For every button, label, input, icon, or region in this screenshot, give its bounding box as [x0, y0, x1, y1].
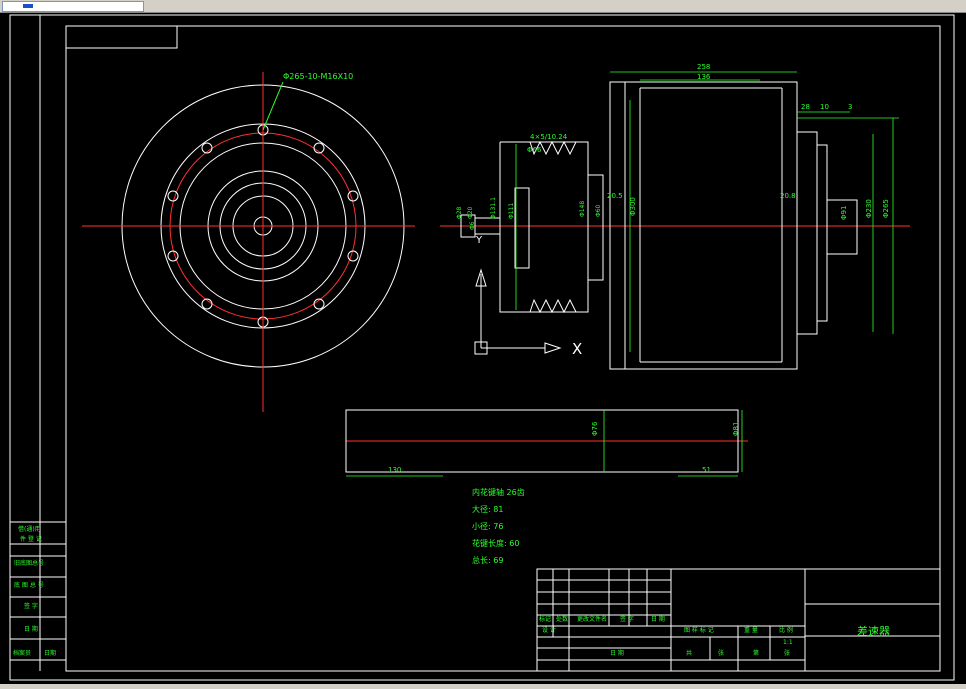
- record-archivist: 档案员: [13, 650, 32, 657]
- axis-y-label: Y: [476, 235, 483, 246]
- dim-pulley-inner-1: Φ131.1: [490, 197, 497, 219]
- dim-small-2: 10: [820, 103, 829, 111]
- dim-bolt-circle: Φ265-10-M16X10: [283, 72, 354, 81]
- note-line-5: 总长: 69: [472, 556, 504, 565]
- dim-pulley-inner-2: Φ111: [508, 202, 515, 219]
- outer-frame: [9, 14, 955, 681]
- record-archive-date: 日期: [44, 650, 57, 657]
- record-borrow: 借(通)用: [18, 526, 41, 533]
- tb-marker: 标记: [539, 616, 552, 623]
- dim-small-3: 3: [848, 103, 853, 111]
- tb-sheet: 张: [718, 650, 725, 657]
- tb-scale: 1:1: [783, 639, 793, 646]
- tb-total: 共: [686, 650, 693, 657]
- document-tab[interactable]: [2, 1, 144, 12]
- dim-right-d2: Φ265: [882, 199, 890, 218]
- dim-left-gap: 20.5: [607, 192, 623, 200]
- note-line-4: 花键长度: 60: [472, 539, 520, 548]
- dim-inner-length: 136: [697, 73, 711, 81]
- tb-weight: 重 量: [744, 627, 758, 634]
- axis-x-label: X: [572, 340, 583, 358]
- dim-shaft-left-len: 130: [388, 466, 402, 474]
- tb-page2: 张: [784, 650, 791, 657]
- dim-drum-d: Φ300: [629, 197, 637, 216]
- note-line-3: 小径: 76: [472, 522, 504, 531]
- tb-file: 更改文件名: [577, 616, 608, 623]
- dim-right-bore: Φ91: [840, 205, 848, 220]
- record-old-drawing: 旧底图总号: [14, 560, 45, 567]
- dim-left-shaft-3: Φ6: [469, 221, 476, 230]
- tb-count: 处数: [556, 616, 569, 623]
- corner-box: [65, 25, 178, 49]
- dim-shaft-right-len: 51: [702, 466, 711, 474]
- dim-right-gap: 20.8: [780, 192, 796, 200]
- window-toolbar-strip: [0, 0, 966, 13]
- dim-left-shaft-1: Φ28: [456, 206, 463, 219]
- status-strip: [0, 684, 966, 689]
- dim-pulley-outer: Φ148: [579, 200, 586, 217]
- dim-pulley-groove: 4×5/10.24: [530, 133, 568, 141]
- record-date: 日 期: [24, 626, 38, 633]
- dim-small-1: 28: [801, 103, 810, 111]
- dim-right-d1: Φ230: [865, 199, 873, 218]
- dim-shaft-d: Φ76: [591, 421, 599, 436]
- app-icon: [23, 4, 33, 8]
- dim-pulley-d: Φ66: [527, 146, 542, 154]
- note-line-1: 内花键轴 26齿: [472, 488, 525, 497]
- dim-pulley-hub: Φ60: [595, 204, 602, 217]
- dim-left-shaft-2: Φ20: [467, 206, 474, 219]
- drawing-title: 差速器: [857, 625, 890, 638]
- tb-date: 日 期: [651, 616, 665, 623]
- dim-shaft-d2: Φ81: [732, 421, 740, 436]
- note-line-2: 大径: 81: [472, 505, 504, 514]
- record-register: 件 登 记: [20, 536, 42, 543]
- tb-design: 设 计: [542, 627, 556, 634]
- tb-scale-label: 比 例: [779, 627, 793, 634]
- record-drawing-no: 底 图 总 号: [14, 582, 44, 589]
- inner-frame: [65, 25, 941, 672]
- tb-sign: 签 字: [620, 616, 634, 623]
- dim-total-length: 258: [697, 63, 711, 71]
- tb-date2: 日 期: [610, 650, 624, 657]
- cad-drawing-canvas[interactable]: [0, 12, 966, 684]
- record-sign: 签 字: [24, 603, 38, 610]
- tb-page: 第: [753, 650, 760, 657]
- tb-drawing-label: 图 样 标 记: [684, 627, 714, 634]
